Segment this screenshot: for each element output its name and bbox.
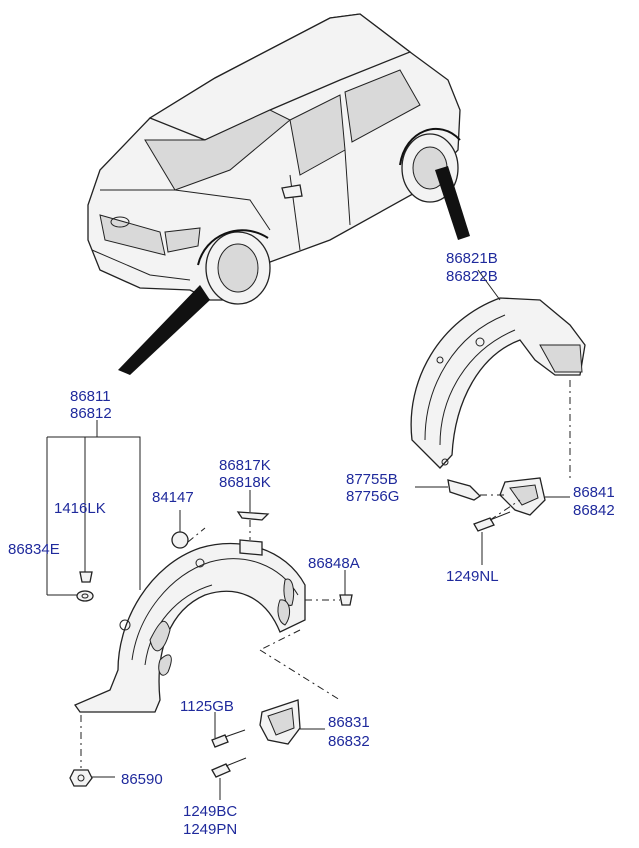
car-illustration: [87, 13, 470, 375]
front-mudguard: [259, 699, 301, 745]
rear-bolt: [473, 511, 511, 532]
screw-1125gb: [211, 729, 246, 748]
label-front-clip: 86848A: [308, 555, 360, 572]
rear-mudguard: [499, 477, 546, 516]
rear-strip: [447, 479, 482, 501]
front-wheel-liner: [74, 539, 306, 713]
label-rear-mudguard-2: 86842: [573, 502, 615, 519]
label-bottom-bolts-1: 1249BC: [183, 803, 237, 820]
plug-84147: [171, 531, 189, 549]
nut-86590: [69, 769, 93, 787]
label-bracket-1: 86817K: [219, 457, 271, 474]
label-rear-bolt: 1249NL: [446, 568, 499, 585]
label-rear-mudguard-1: 86841: [573, 484, 615, 501]
label-rear-liner-1: 86821B: [446, 250, 498, 267]
clip-86848a: [339, 594, 353, 606]
bracket-86817k: [236, 511, 270, 521]
label-plug: 84147: [152, 489, 194, 506]
label-rear-liner-2: 86822B: [446, 268, 498, 285]
label-rear-strip-2: 87756G: [346, 488, 399, 505]
label-bottom-bolts-2: 1249PN: [183, 821, 237, 838]
label-nut: 86590: [121, 771, 163, 788]
label-rear-strip-1: 87755B: [346, 471, 398, 488]
label-clip: 86834E: [8, 541, 60, 558]
label-front-mudguard-2: 86832: [328, 733, 370, 750]
screw-1416lk: [79, 571, 93, 583]
label-front-screw: 1125GB: [180, 698, 234, 715]
label-front-mudguard-1: 86831: [328, 714, 370, 731]
label-bracket-2: 86818K: [219, 474, 271, 491]
bolt-1249bc: [211, 757, 247, 778]
label-front-liner-1: 86811: [70, 388, 111, 405]
label-front-liner-2: 86812: [70, 405, 112, 422]
rear-wheel-liner: [410, 297, 586, 469]
label-screw: 1416LK: [54, 500, 106, 517]
clip-86834e: [76, 590, 94, 602]
